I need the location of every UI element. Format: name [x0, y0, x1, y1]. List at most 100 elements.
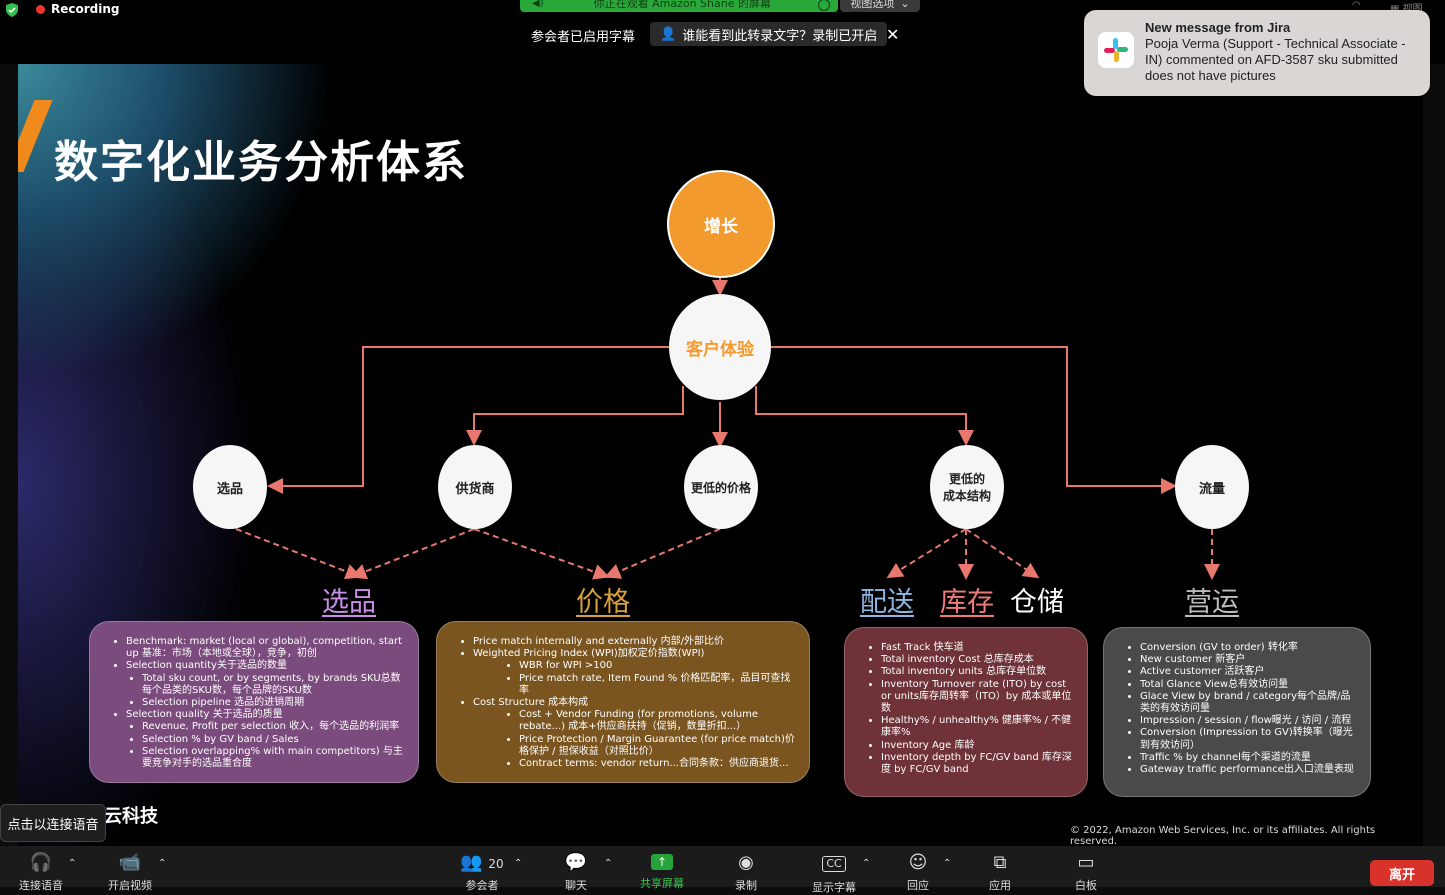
list-item: Healthy% / unhealthy% 健康率% / 不健康率% [881, 715, 1073, 739]
start-video-button[interactable]: 📹 开启视频 [102, 846, 158, 893]
start-video-label: 开启视频 [108, 879, 152, 892]
node-selection: 选品 [193, 445, 267, 529]
node-supplier: 供货商 [438, 445, 512, 529]
category-delivery: 配送 [860, 587, 914, 618]
list-item: Price match rate, Item Found % 价格匹配率，品目可… [519, 673, 795, 697]
slack-notification[interactable]: New message from Jira Pooja Verma (Suppo… [1084, 10, 1430, 96]
recording-label: Recording [51, 2, 120, 16]
reaction-smile-icon: ☺ [908, 852, 928, 873]
node-customer-experience: 客户体验 [669, 294, 771, 400]
audio-options-caret[interactable]: ⌃ [68, 858, 77, 869]
list-item: Traffic % by channel每个渠道的流量 [1140, 752, 1356, 764]
apps-icon: ⧉ [993, 852, 1007, 873]
node-traffic: 流量 [1175, 445, 1249, 529]
list-item: Weighted Pricing Index (WPI)加权定价指数(WPI) [473, 648, 795, 660]
apps-button[interactable]: ⧉ 应用 [982, 846, 1018, 893]
connect-audio-label: 连接语音 [19, 879, 63, 892]
whiteboard-button[interactable]: ▭ 白板 [1068, 846, 1104, 893]
apps-label: 应用 [989, 879, 1011, 892]
list-item: Price Protection / Margin Guarantee (for… [519, 734, 795, 758]
operations-metrics-box: Conversion (GV to order) 转化率 New custome… [1103, 627, 1371, 797]
list-item: Cost + Vendor Funding (for promotions, v… [519, 709, 795, 733]
node-lower-cost: 更低的 成本结构 [930, 445, 1004, 529]
category-warehouse: 仓储 [1010, 587, 1064, 618]
list-item: Revenue, Profit per selection 收入，每个选品的利润… [142, 721, 404, 733]
reactions-options-caret[interactable]: ⌃ [943, 858, 952, 869]
list-item: Total inventory Cost 总库存成本 [881, 654, 1073, 666]
participants-icon: 👥 20 [460, 852, 504, 873]
view-options-button[interactable]: 视图选项 ⌄ [840, 0, 920, 12]
record-dot-icon [36, 4, 45, 14]
list-item: Contract terms: vendor return...合同条款：供应商… [519, 758, 795, 770]
node-lower-price: 更低的价格 [684, 445, 758, 529]
list-item: Total inventory units 总库存单位数 [881, 666, 1073, 678]
chevron-down-icon: ⌄ [900, 0, 910, 10]
person-icon: 👤 [660, 26, 677, 42]
shared-slide: 数字化业务分析体系 增长 客户体验 选品 供货商 更低的 [18, 64, 1423, 846]
record-icon: ◉ [738, 852, 754, 873]
list-item: Total sku count, or by segments, by bran… [142, 673, 404, 697]
selection-metrics-box: Benchmark: market (local or global), com… [89, 621, 419, 783]
list-item: Selection % by GV band / Sales [142, 734, 404, 746]
video-off-icon: 📹 [118, 852, 142, 873]
viewing-banner-text: 你正在观看 Amazon Shane 的屏幕 [593, 0, 771, 10]
reactions-label: 回应 [907, 879, 929, 892]
record-button[interactable]: ◉ 录制 [728, 846, 764, 893]
participant-count: 20 [488, 857, 504, 871]
chat-options-caret[interactable]: ⌃ [604, 858, 613, 869]
share-screen-button[interactable]: ↑ 共享屏幕 [634, 846, 690, 890]
share-screen-icon: ↑ [651, 854, 673, 870]
view-toggle-label: 视图 [1403, 4, 1423, 15]
view-toggle[interactable]: ▦ 视图 [1390, 0, 1423, 15]
slide-title: 数字化业务分析体系 [54, 137, 468, 188]
status-icon [818, 0, 830, 11]
video-options-caret[interactable]: ⌃ [158, 858, 167, 869]
reactions-button[interactable]: ☺ 回应 [900, 846, 936, 893]
participants-button[interactable]: 👥 20 参会者 [452, 846, 512, 893]
close-icon[interactable]: ✕ [886, 25, 900, 44]
meeting-toolbar: 🎧 连接语音 ⌃ 📹 开启视频 ⌃ 👥 20 参会者 ⌃ 💬 聊天 ⌃ ↑ 共享… [0, 846, 1445, 894]
list-item: Conversion (Impression to GV)转换率（曝光到有效访问… [1140, 727, 1356, 751]
list-item: Gateway traffic performance出入口流量表现 [1140, 764, 1356, 776]
transcript-button[interactable]: 👤 谁能看到此转录文字？录制已开启 [650, 22, 888, 46]
node-lower-cost-line2: 成本结构 [942, 489, 991, 503]
leave-button[interactable]: 离开 [1370, 860, 1434, 886]
list-item: Fast Track 快车道 [881, 642, 1073, 654]
connect-audio-tooltip: 点击以连接语音 [0, 804, 106, 842]
category-operations: 营运 [1185, 587, 1239, 618]
flow-connectors [235, 278, 1220, 580]
slack-icon [1098, 32, 1134, 68]
list-item: Glace View by brand / category每个品牌/品类的有效… [1140, 691, 1356, 715]
caption-status: 参会者已启用字幕 [531, 30, 636, 45]
share-screen-label: 共享屏幕 [640, 877, 684, 890]
captions-options-caret[interactable]: ⌃ [862, 858, 871, 869]
connect-audio-button[interactable]: 🎧 连接语音 [14, 846, 68, 893]
list-item: Active customer 活跃客户 [1140, 666, 1356, 678]
headphones-icon: 🎧 [29, 852, 53, 873]
wifi-icon: ◠ [1352, 0, 1361, 11]
viewing-banner: ◀) 你正在观看 Amazon Shane 的屏幕 [520, 0, 838, 12]
list-item: Inventory Turnover rate (ITO) by cost or… [881, 679, 1073, 716]
record-label: 录制 [735, 879, 757, 892]
whiteboard-label: 白板 [1075, 879, 1097, 892]
speaker-icon: ◀) [532, 0, 544, 9]
list-item: Selection quantity关于选品的数量 [126, 660, 404, 672]
list-item: WBR for WPI >100 [519, 660, 795, 672]
view-options-label: 视图选项 [850, 0, 895, 10]
list-item: Selection quality 关于选品的质量 [126, 709, 404, 721]
category-selection: 选品 [322, 587, 376, 618]
participants-options-caret[interactable]: ⌃ [514, 858, 523, 869]
notification-body: Pooja Verma (Support - Technical Associa… [1145, 36, 1406, 83]
list-item: New customer 新客户 [1140, 654, 1356, 666]
chat-icon: 💬 [564, 852, 588, 873]
cc-icon: CC [822, 856, 846, 872]
chat-button[interactable]: 💬 聊天 [558, 846, 594, 893]
list-item: Conversion (GV to order) 转化率 [1140, 642, 1356, 654]
copyright-notice: © 2022, Amazon Web Services, Inc. or its… [1070, 825, 1376, 846]
notification-title: New message from Jira [1145, 20, 1291, 35]
node-growth: 增长 [667, 170, 775, 278]
chat-label: 聊天 [565, 879, 587, 892]
node-lower-cost-line1: 更低的 [948, 472, 985, 486]
transcript-label: 谁能看到此转录文字？录制已开启 [682, 28, 878, 44]
captions-button[interactable]: CC 显示字幕 [806, 846, 862, 894]
